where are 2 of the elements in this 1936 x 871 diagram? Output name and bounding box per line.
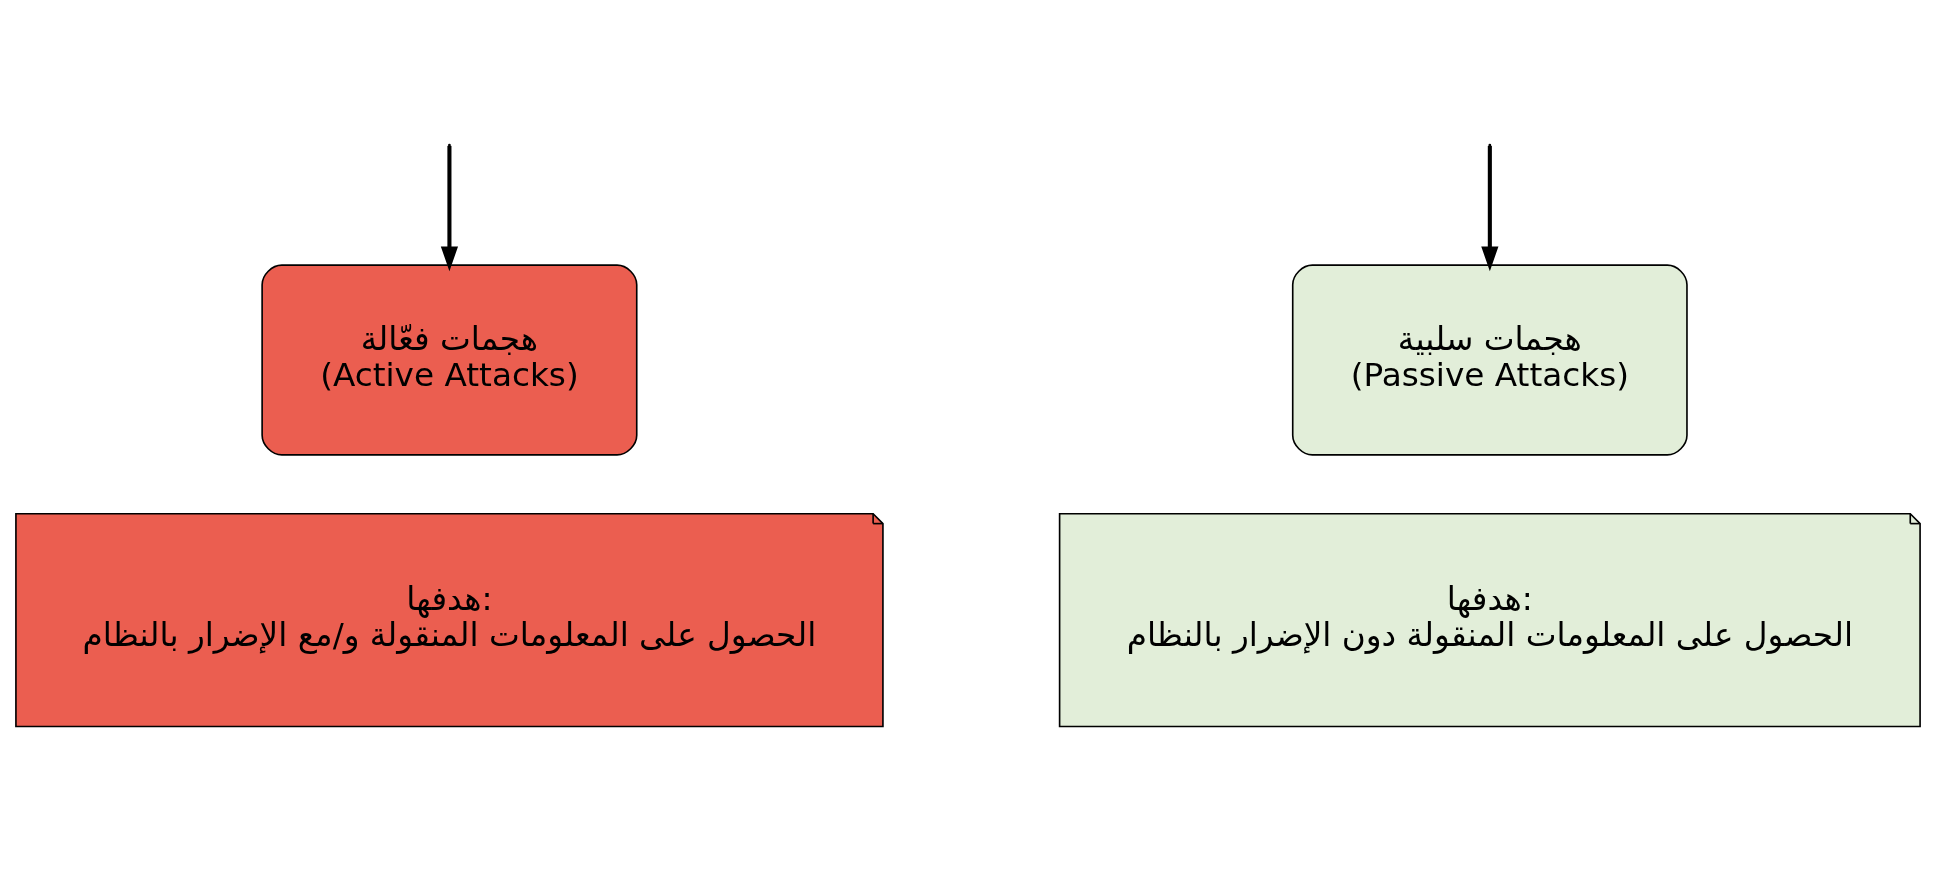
arrow [1481,145,1499,272]
arrow [440,145,459,272]
